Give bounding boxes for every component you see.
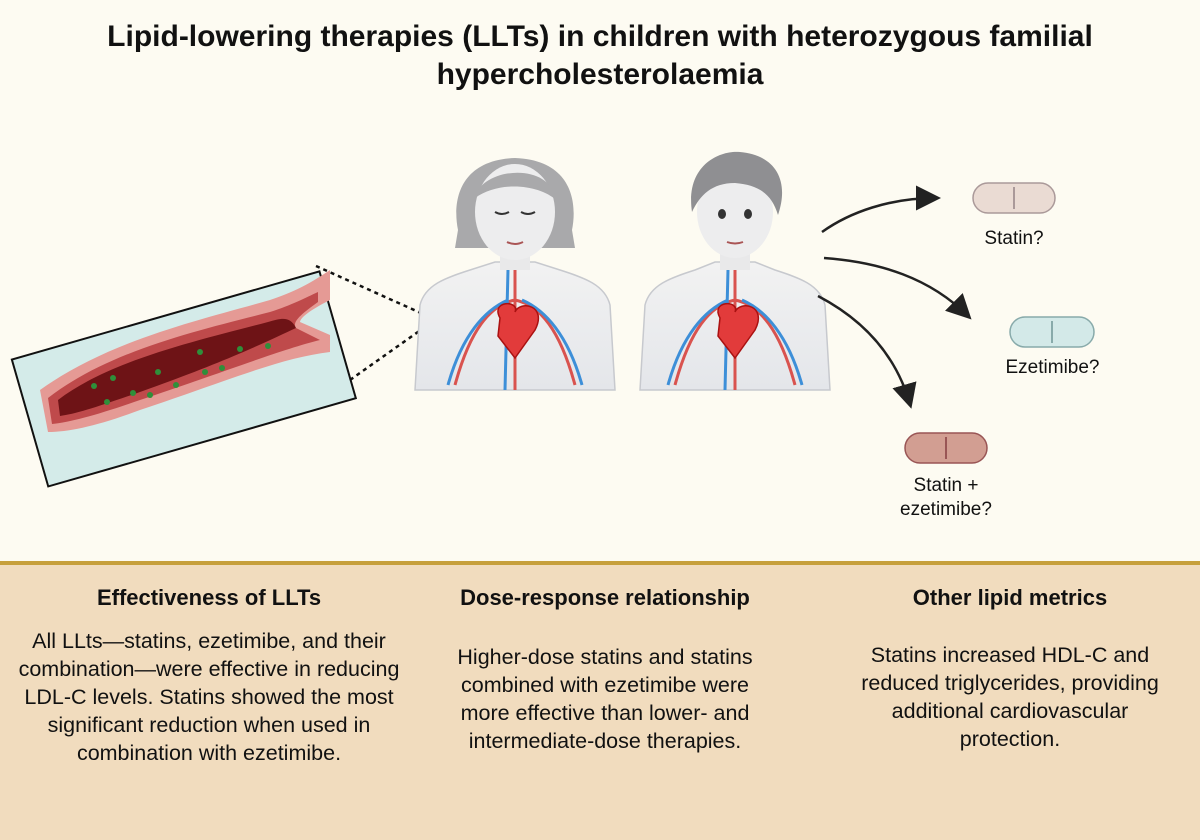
- blood-vessel-inset: [10, 264, 433, 488]
- summary-panel: Effectiveness of LLTs All LLts—statins, …: [0, 565, 1200, 840]
- child-figure-boy: [639, 151, 831, 391]
- ldl-particles: [91, 343, 271, 405]
- pill-label-combination: Statin + ezetimibe?: [900, 475, 992, 520]
- summary-column-dose-response: Dose-response relationship Higher-dose s…: [440, 583, 770, 755]
- arrows: [817, 185, 972, 409]
- pill-ezetimibe-icon: [1009, 316, 1095, 348]
- illustration: [10, 151, 1095, 488]
- arrow-to-ezetimibe: [823, 256, 972, 320]
- pill-statin-icon: [972, 182, 1056, 214]
- arrow-to-statin: [821, 185, 941, 234]
- section-divider: [0, 561, 1200, 565]
- child-figure-girl: [414, 158, 616, 391]
- column-heading: Dose-response relationship: [460, 585, 750, 610]
- summary-column-other-lipid-metrics: Other lipid metrics Statins increased HD…: [840, 583, 1180, 753]
- column-heading: Other lipid metrics: [912, 585, 1108, 610]
- page-title: Lipid-lowering therapies (LLTs) in child…: [107, 20, 1093, 91]
- column-text: Higher-dose statins and statins combined…: [457, 645, 753, 753]
- pill-label-statin: Statin?: [984, 228, 1044, 249]
- arrow-to-combination: [817, 294, 917, 409]
- pill-label-ezetimibe: Ezetimibe?: [1005, 357, 1100, 378]
- column-text: Statins increased HDL-C and reduced trig…: [861, 643, 1159, 751]
- summary-column-effectiveness: Effectiveness of LLTs All LLts—statins, …: [14, 583, 404, 767]
- pill-combination-icon: [904, 432, 988, 464]
- column-text: All LLts—statins, ezetimibe, and their c…: [18, 629, 400, 765]
- column-heading: Effectiveness of LLTs: [96, 585, 322, 610]
